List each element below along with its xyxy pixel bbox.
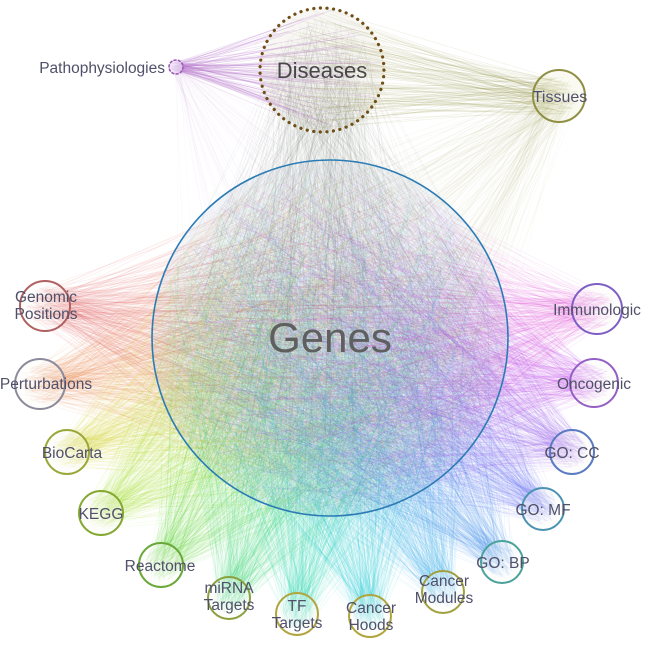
node-label-pathophysiologies: Pathophysiologies xyxy=(39,60,165,77)
node-oncogenic[interactable] xyxy=(569,358,619,408)
edge-bundle-diseases-genes xyxy=(163,17,497,503)
edge-bundle-pathophysiologies-genes xyxy=(171,61,495,496)
edge-bundle-go_bp-genes xyxy=(160,167,518,578)
edge-bundle-cancer_hoods-genes xyxy=(166,167,493,631)
label-line: Cancer xyxy=(419,573,469,590)
node-tissues[interactable] xyxy=(532,69,586,123)
edge-bundle-mirna_targets-genes xyxy=(159,172,491,614)
node-label-go-cc: GO: CC xyxy=(544,445,599,462)
label-line: GO: CC xyxy=(544,445,599,462)
node-label-immunologic: Immunologic xyxy=(553,302,641,319)
node-label-kegg: KEGG xyxy=(79,506,124,523)
edge-bundle-perturbations-genes xyxy=(21,170,501,505)
label-line: Diseases xyxy=(277,58,367,83)
edge-bundle-go_mf-genes xyxy=(161,178,559,525)
node-kegg[interactable] xyxy=(78,490,124,536)
node-reactome[interactable] xyxy=(138,542,184,588)
edge-bundles xyxy=(21,8,616,631)
label-line: Pathophysiologies xyxy=(39,60,165,77)
node-genomic-positions[interactable] xyxy=(19,280,71,332)
label-line: KEGG xyxy=(79,506,124,523)
edge-bundle-oncogenic-genes xyxy=(159,173,611,505)
edge-bundle-tissues-genes xyxy=(167,77,579,509)
label-line: Genomic xyxy=(15,289,77,306)
node-label-biocarta: BioCarta xyxy=(42,445,103,462)
edge-bundle-pathophysiologies-diseases xyxy=(170,8,382,128)
node-label-diseases: Diseases xyxy=(277,58,367,83)
label-line: GO: MF xyxy=(515,502,570,519)
label-line: Oncogenic xyxy=(557,376,631,393)
edge-bundle-biocarta-genes xyxy=(50,167,500,504)
node-pathophysiologies[interactable] xyxy=(168,59,184,75)
label-line: Targets xyxy=(204,597,255,614)
label-line: Tissues xyxy=(533,89,588,106)
node-immunologic[interactable] xyxy=(571,283,623,335)
label-line: Positions xyxy=(15,306,78,323)
node-label-perturbations: Perturbations xyxy=(0,376,92,393)
edge-bundle-tissues-diseases xyxy=(264,8,578,130)
edge-bundle-kegg-genes xyxy=(84,173,503,530)
label-line: Hoods xyxy=(349,617,394,634)
edge-bundle-immunologic-genes xyxy=(157,171,616,503)
label-line: miRNA xyxy=(204,580,254,597)
node-mirna-targets[interactable] xyxy=(207,576,251,620)
label-line: Reactome xyxy=(125,558,196,575)
node-label-reactome: Reactome xyxy=(125,558,196,575)
node-cancer-hoods[interactable] xyxy=(348,594,392,638)
node-label-tissues: Tissues xyxy=(533,89,588,106)
label-line: GO: BP xyxy=(476,555,529,572)
node-labels: Genes Diseases PathophysiologiesTissuesGen… xyxy=(0,58,641,634)
node-diseases[interactable] xyxy=(258,6,386,134)
node-go-mf[interactable] xyxy=(521,487,565,531)
label-line: Immunologic xyxy=(553,302,641,319)
label-line: Modules xyxy=(415,590,474,607)
node-label-go-mf: GO: MF xyxy=(515,502,570,519)
edge-bundle-tf_targets-genes xyxy=(163,174,498,630)
node-genes[interactable] xyxy=(151,159,509,517)
label-line: TF xyxy=(288,598,307,615)
label-line: Genes xyxy=(268,314,392,361)
edge-bundle-cancer_modules-genes xyxy=(170,168,499,608)
edge-bundle-reactome-genes xyxy=(145,171,501,582)
node-cancer-modules[interactable] xyxy=(421,570,465,614)
node-label-go-bp: GO: BP xyxy=(476,555,529,572)
node-perturbations[interactable] xyxy=(14,358,66,410)
node-label-oncogenic: Oncogenic xyxy=(557,376,631,393)
label-line: Perturbations xyxy=(0,376,92,393)
edge-bundle-genomic_positions-genes xyxy=(26,168,501,507)
label-line: Targets xyxy=(272,615,323,632)
node-tf-targets[interactable] xyxy=(275,592,319,636)
node-go-cc[interactable] xyxy=(549,429,595,475)
node-label-genes: Genes xyxy=(268,314,392,361)
edge-bundle-genes-genes xyxy=(161,170,499,504)
node-biocarta[interactable] xyxy=(44,429,90,475)
node-go-bp[interactable] xyxy=(480,540,524,584)
edge-bundle-go_cc-genes xyxy=(159,168,589,509)
label-line: BioCarta xyxy=(42,445,103,462)
nodes xyxy=(14,6,623,638)
label-line: Cancer xyxy=(346,600,396,617)
